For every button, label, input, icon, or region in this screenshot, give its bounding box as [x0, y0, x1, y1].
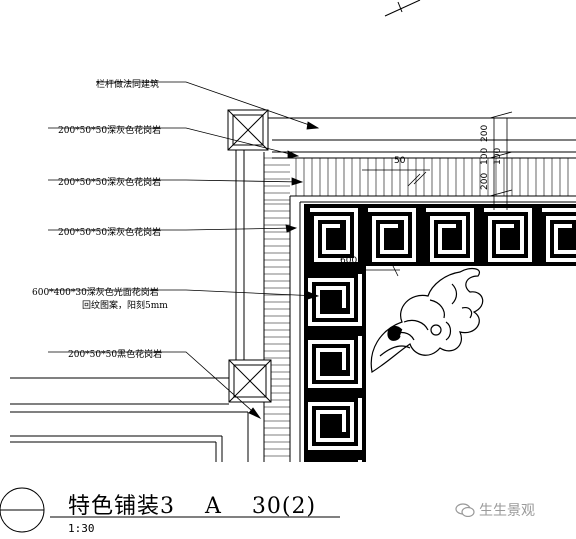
railing-post-bottom: [228, 359, 272, 403]
fret-stroke: [308, 274, 362, 326]
label-granite-c: 200*50*50深灰色花岗岩: [58, 226, 161, 238]
railing-vertical: [235, 150, 245, 360]
wechat-icon: [455, 503, 475, 517]
fret-key-unit: [484, 208, 532, 262]
granite-strip-vertical: [264, 157, 290, 457]
label-granite-a: 200*50*50深灰色花岗岩: [58, 124, 161, 136]
fret-stroke: [308, 398, 362, 450]
ornament-motif: [370, 267, 484, 373]
granite-strip-horizontal: [295, 158, 569, 196]
railing-post-top: [227, 109, 269, 151]
fret-stroke: [542, 208, 576, 262]
railing-band: [228, 117, 576, 153]
label-panel-line1: 600*400*30深灰色光面花岗岩: [32, 286, 159, 298]
drawing-title: 特色铺装3 A 30(2): [68, 488, 338, 520]
fret-stroke: [310, 208, 358, 262]
fret-stroke: [368, 208, 416, 262]
title-ref: 30(2): [251, 494, 317, 519]
granite-strip-border: [263, 152, 576, 462]
title-circle-symbol: [0, 487, 340, 533]
dim-50: 50: [394, 156, 406, 166]
fret-key-unit: [308, 398, 362, 450]
fret-pattern-panel: [304, 204, 576, 512]
dim-100b: 100: [493, 148, 503, 165]
top-arrow-mark: [384, 0, 421, 17]
label-panel-line2: 回纹图案，阳刻5mm: [82, 299, 168, 311]
fret-stroke: [484, 208, 532, 262]
building-outline: [10, 377, 249, 462]
fret-key-unit: [308, 336, 362, 388]
label-railing: 栏杆做法同建筑: [96, 78, 159, 90]
fret-key-unit: [308, 274, 362, 326]
fret-key-unit: [542, 208, 576, 262]
fret-key-unit: [310, 208, 358, 262]
dim-200b: 200: [480, 173, 490, 190]
drawing-scale: 1:30: [68, 522, 95, 535]
fret-key-unit: [308, 460, 362, 512]
dim-600: 600: [340, 256, 357, 266]
fret-key-unit: [368, 208, 416, 262]
fret-key-unit: [426, 208, 474, 262]
title-name: 特色铺装3: [68, 494, 175, 519]
fret-stroke: [308, 460, 362, 512]
label-black-granite: 200*50*50黑色花岗岩: [68, 348, 162, 360]
dim-200: 200: [480, 125, 490, 142]
title-sheet: A: [205, 494, 222, 519]
watermark-text: 生生景观: [479, 503, 535, 519]
leader-lines: [48, 81, 320, 419]
dim-100: 100: [480, 148, 490, 165]
watermark: 生生景观: [455, 500, 535, 520]
fret-stroke: [308, 336, 362, 388]
label-granite-b: 200*50*50深灰色花岗岩: [58, 176, 161, 188]
dimension-lines: [304, 111, 513, 277]
fret-stroke: [426, 208, 474, 262]
